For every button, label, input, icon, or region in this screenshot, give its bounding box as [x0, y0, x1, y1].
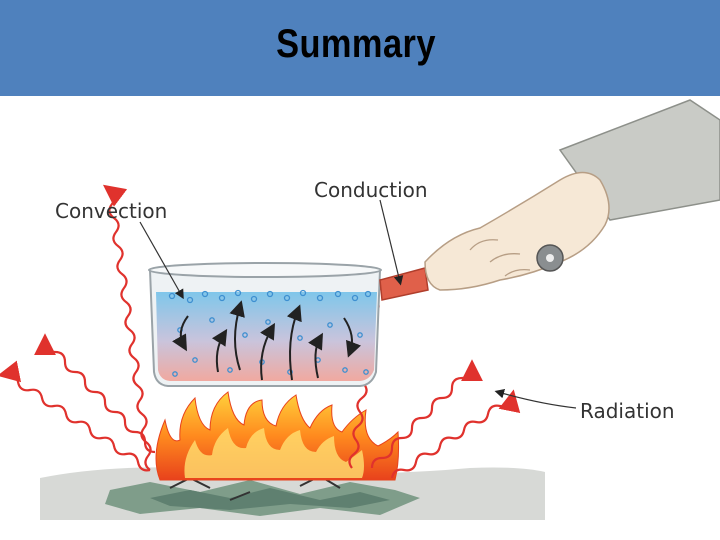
conduction-label: Conduction — [314, 178, 428, 202]
pot — [148, 262, 429, 387]
hand — [424, 99, 720, 291]
heat-transfer-diagram — [0, 99, 720, 520]
radiation-label: Radiation — [580, 399, 675, 423]
radiation-waves-left — [0, 184, 156, 472]
title-bar: Summary — [0, 0, 720, 96]
fire — [155, 391, 400, 481]
page-title: Summary — [276, 22, 436, 66]
label-leaders — [139, 199, 577, 409]
convection-label: Convection — [55, 199, 168, 223]
